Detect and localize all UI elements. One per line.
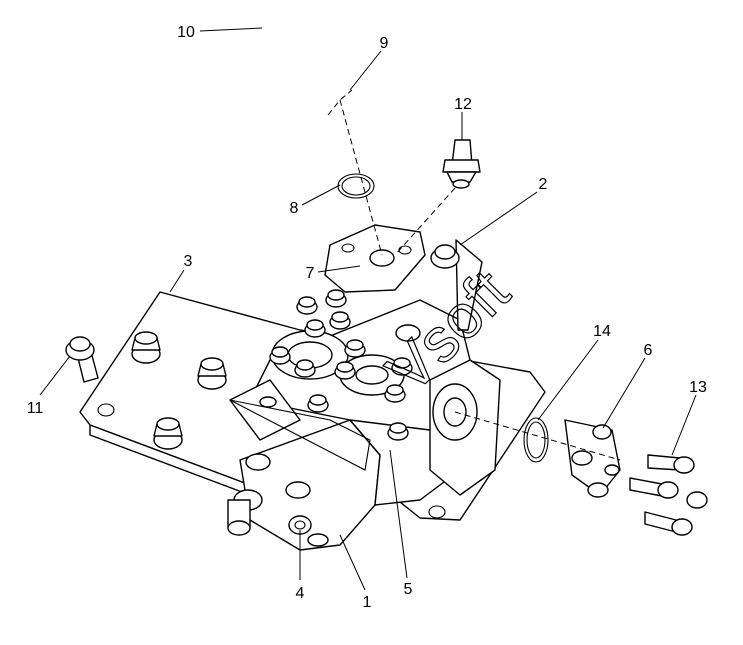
callout-13: 13 bbox=[689, 379, 707, 396]
split-flange-part-6 bbox=[564, 419, 621, 498]
block-bolt bbox=[296, 296, 318, 315]
callout-10: 10 bbox=[177, 24, 195, 41]
block-bolt bbox=[329, 311, 351, 330]
loose-bolt bbox=[647, 454, 695, 474]
o-ring-part-14 bbox=[523, 417, 549, 463]
flange-part-7 bbox=[324, 224, 426, 293]
callout-11: 11 bbox=[27, 400, 44, 417]
block-bolt bbox=[334, 361, 356, 380]
callout-14: 14 bbox=[593, 323, 611, 340]
block-bolt bbox=[344, 339, 366, 358]
assembly-lines bbox=[327, 89, 621, 461]
block-bolt bbox=[384, 384, 406, 403]
bolt-part-11 bbox=[65, 336, 99, 383]
callout-12: 12 bbox=[454, 96, 472, 113]
callout-labels: 10 9 12 8 2 7 3 11 14 6 13 4 1 5 bbox=[27, 24, 707, 611]
block-bolt bbox=[391, 357, 413, 376]
callout-4: 4 bbox=[296, 585, 305, 602]
block-bolt bbox=[387, 422, 409, 441]
callout-2: 2 bbox=[539, 176, 548, 193]
block-bolt bbox=[294, 359, 316, 378]
block-bolt bbox=[325, 289, 347, 308]
loose-bolts-part-13 bbox=[629, 454, 708, 536]
loose-bolt bbox=[629, 477, 679, 499]
callout-7: 7 bbox=[306, 265, 315, 282]
bolt-part-2 bbox=[430, 239, 483, 331]
block-bolt bbox=[259, 396, 277, 408]
loose-bolt bbox=[644, 511, 693, 536]
block-bolt bbox=[304, 319, 326, 338]
fitting-part-12 bbox=[442, 139, 481, 189]
loose-bolt bbox=[686, 491, 708, 509]
cover-plate-part-5 bbox=[229, 399, 371, 471]
o-ring-part-8 bbox=[337, 173, 375, 199]
plate-bolt bbox=[197, 357, 227, 390]
callout-9: 9 bbox=[380, 35, 389, 52]
callout-1: 1 bbox=[363, 594, 372, 611]
callout-3: 3 bbox=[184, 253, 193, 270]
block-bolt bbox=[269, 346, 291, 365]
plate-bolts bbox=[131, 331, 227, 450]
callout-8: 8 bbox=[290, 200, 299, 217]
leader-lines bbox=[39, 27, 697, 591]
callout-6: 6 bbox=[644, 342, 653, 359]
block-bolt bbox=[307, 394, 329, 413]
plate-bolt bbox=[131, 331, 161, 364]
callout-5: 5 bbox=[404, 581, 413, 598]
block-bolts bbox=[259, 289, 413, 441]
plate-bolt bbox=[153, 417, 183, 450]
